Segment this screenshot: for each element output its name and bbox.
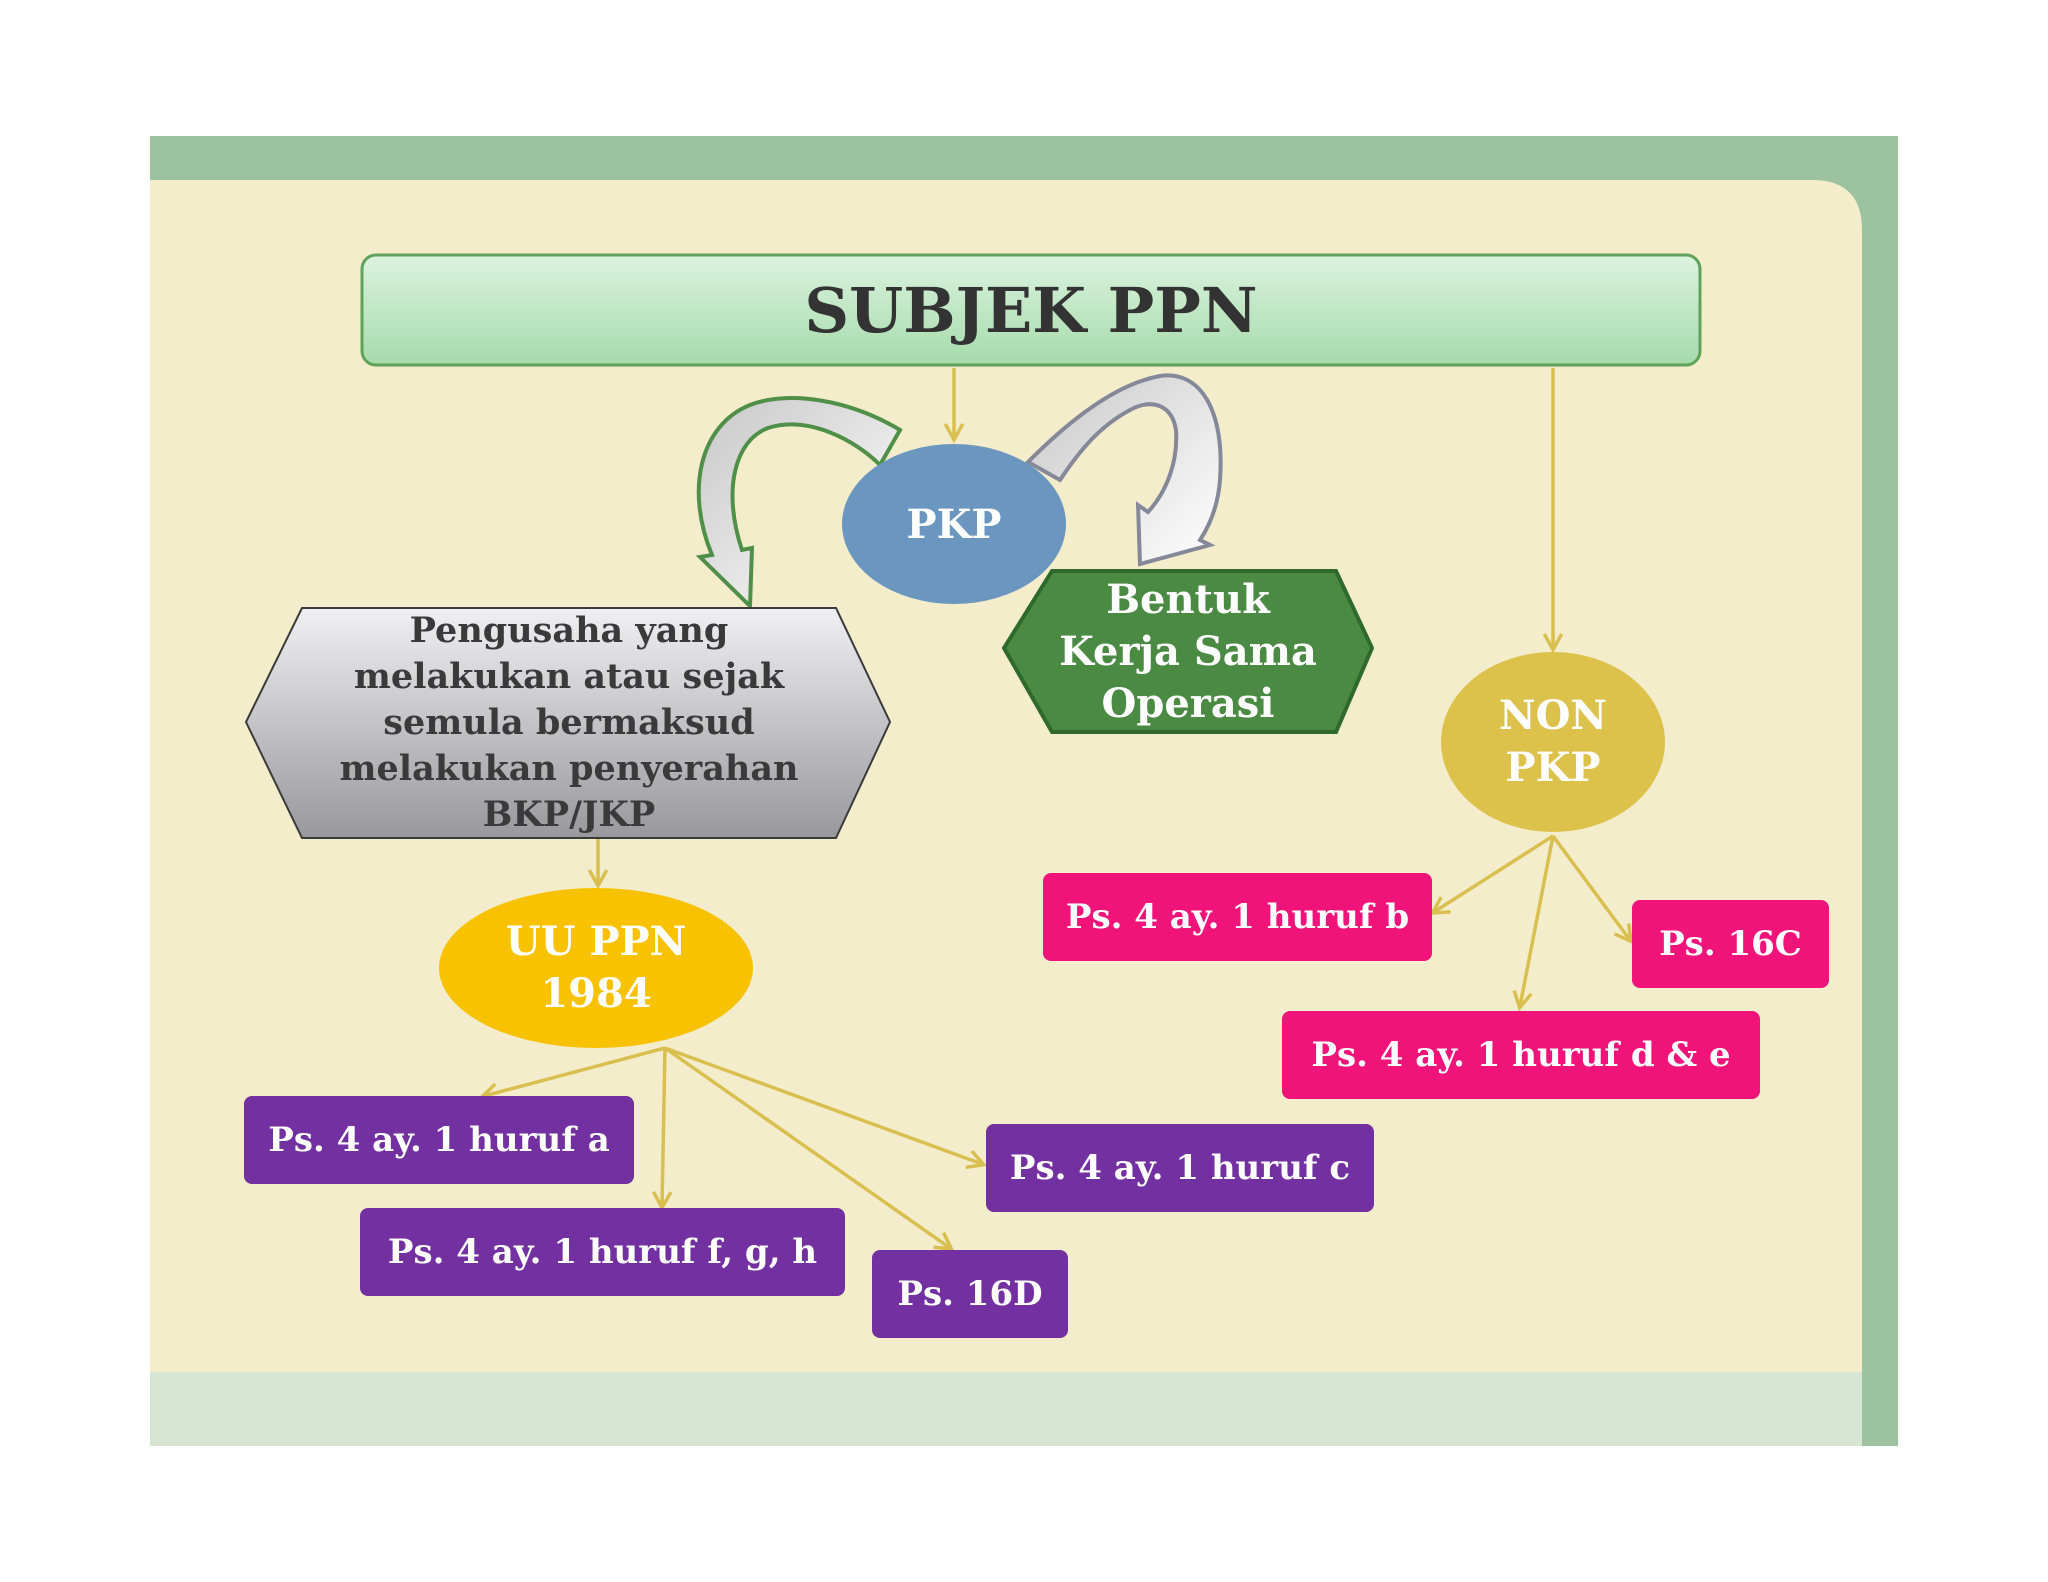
bentuk-kerja-sama-label: Bentuk Kerja Sama Operasi — [1059, 575, 1317, 727]
box-ps-16c — [1632, 900, 1829, 988]
arrow-uuppn-to-huruf-a — [484, 1046, 666, 1096]
frame-bottom-band — [150, 1372, 1862, 1446]
curved-arrow-left — [695, 396, 903, 611]
arrow-uuppn-to-16d — [663, 1046, 950, 1248]
arrow-nonpkp-to-huruf-de — [1520, 835, 1555, 1006]
arrow-nonpkp-to-16c — [1551, 834, 1630, 940]
huruf-de-label: Ps. 4 ay. 1 huruf d & e — [1311, 1035, 1731, 1075]
non-pkp-label: NON PKP — [1499, 692, 1607, 791]
box-huruf-b — [1043, 873, 1432, 961]
box-huruf-fgh — [360, 1208, 845, 1296]
huruf-b-label: Ps. 4 ay. 1 huruf b — [1065, 897, 1410, 937]
title-text: SUBJEK PPN — [804, 273, 1258, 347]
box-ps-16d — [872, 1250, 1068, 1338]
uu-ppn-node — [439, 888, 753, 1048]
huruf-a-label: Ps. 4 ay. 1 huruf a — [268, 1120, 610, 1160]
non-pkp-node — [1441, 652, 1665, 832]
bentuk-kerja-sama-node — [1001, 569, 1375, 734]
pkp-label: PKP — [906, 500, 1002, 548]
box-huruf-de — [1282, 1011, 1760, 1099]
huruf-c-label: Ps. 4 ay. 1 huruf c — [1009, 1148, 1351, 1188]
pkp-node — [842, 444, 1066, 604]
pengusaha-node — [244, 607, 892, 839]
arrow-uuppn-to-huruf-fgh — [662, 1047, 665, 1206]
arrow-uuppn-to-huruf-c — [664, 1046, 982, 1164]
connectors — [484, 368, 1630, 1248]
box-huruf-c — [986, 1124, 1374, 1212]
curved-arrow-right — [1024, 373, 1223, 567]
arrow-nonpkp-to-huruf-b — [1434, 834, 1554, 912]
ps-16c-label: Ps. 16C — [1659, 924, 1802, 964]
huruf-fgh-label: Ps. 4 ay. 1 huruf f, g, h — [387, 1232, 818, 1272]
title-box — [360, 253, 1702, 367]
ps-16d-label: Ps. 16D — [897, 1274, 1043, 1314]
box-huruf-a — [244, 1096, 634, 1184]
pengusaha-label: Pengusaha yang melakukan atau sejak semu… — [339, 610, 799, 835]
uu-ppn-label: UU PPN 1984 — [505, 918, 687, 1017]
